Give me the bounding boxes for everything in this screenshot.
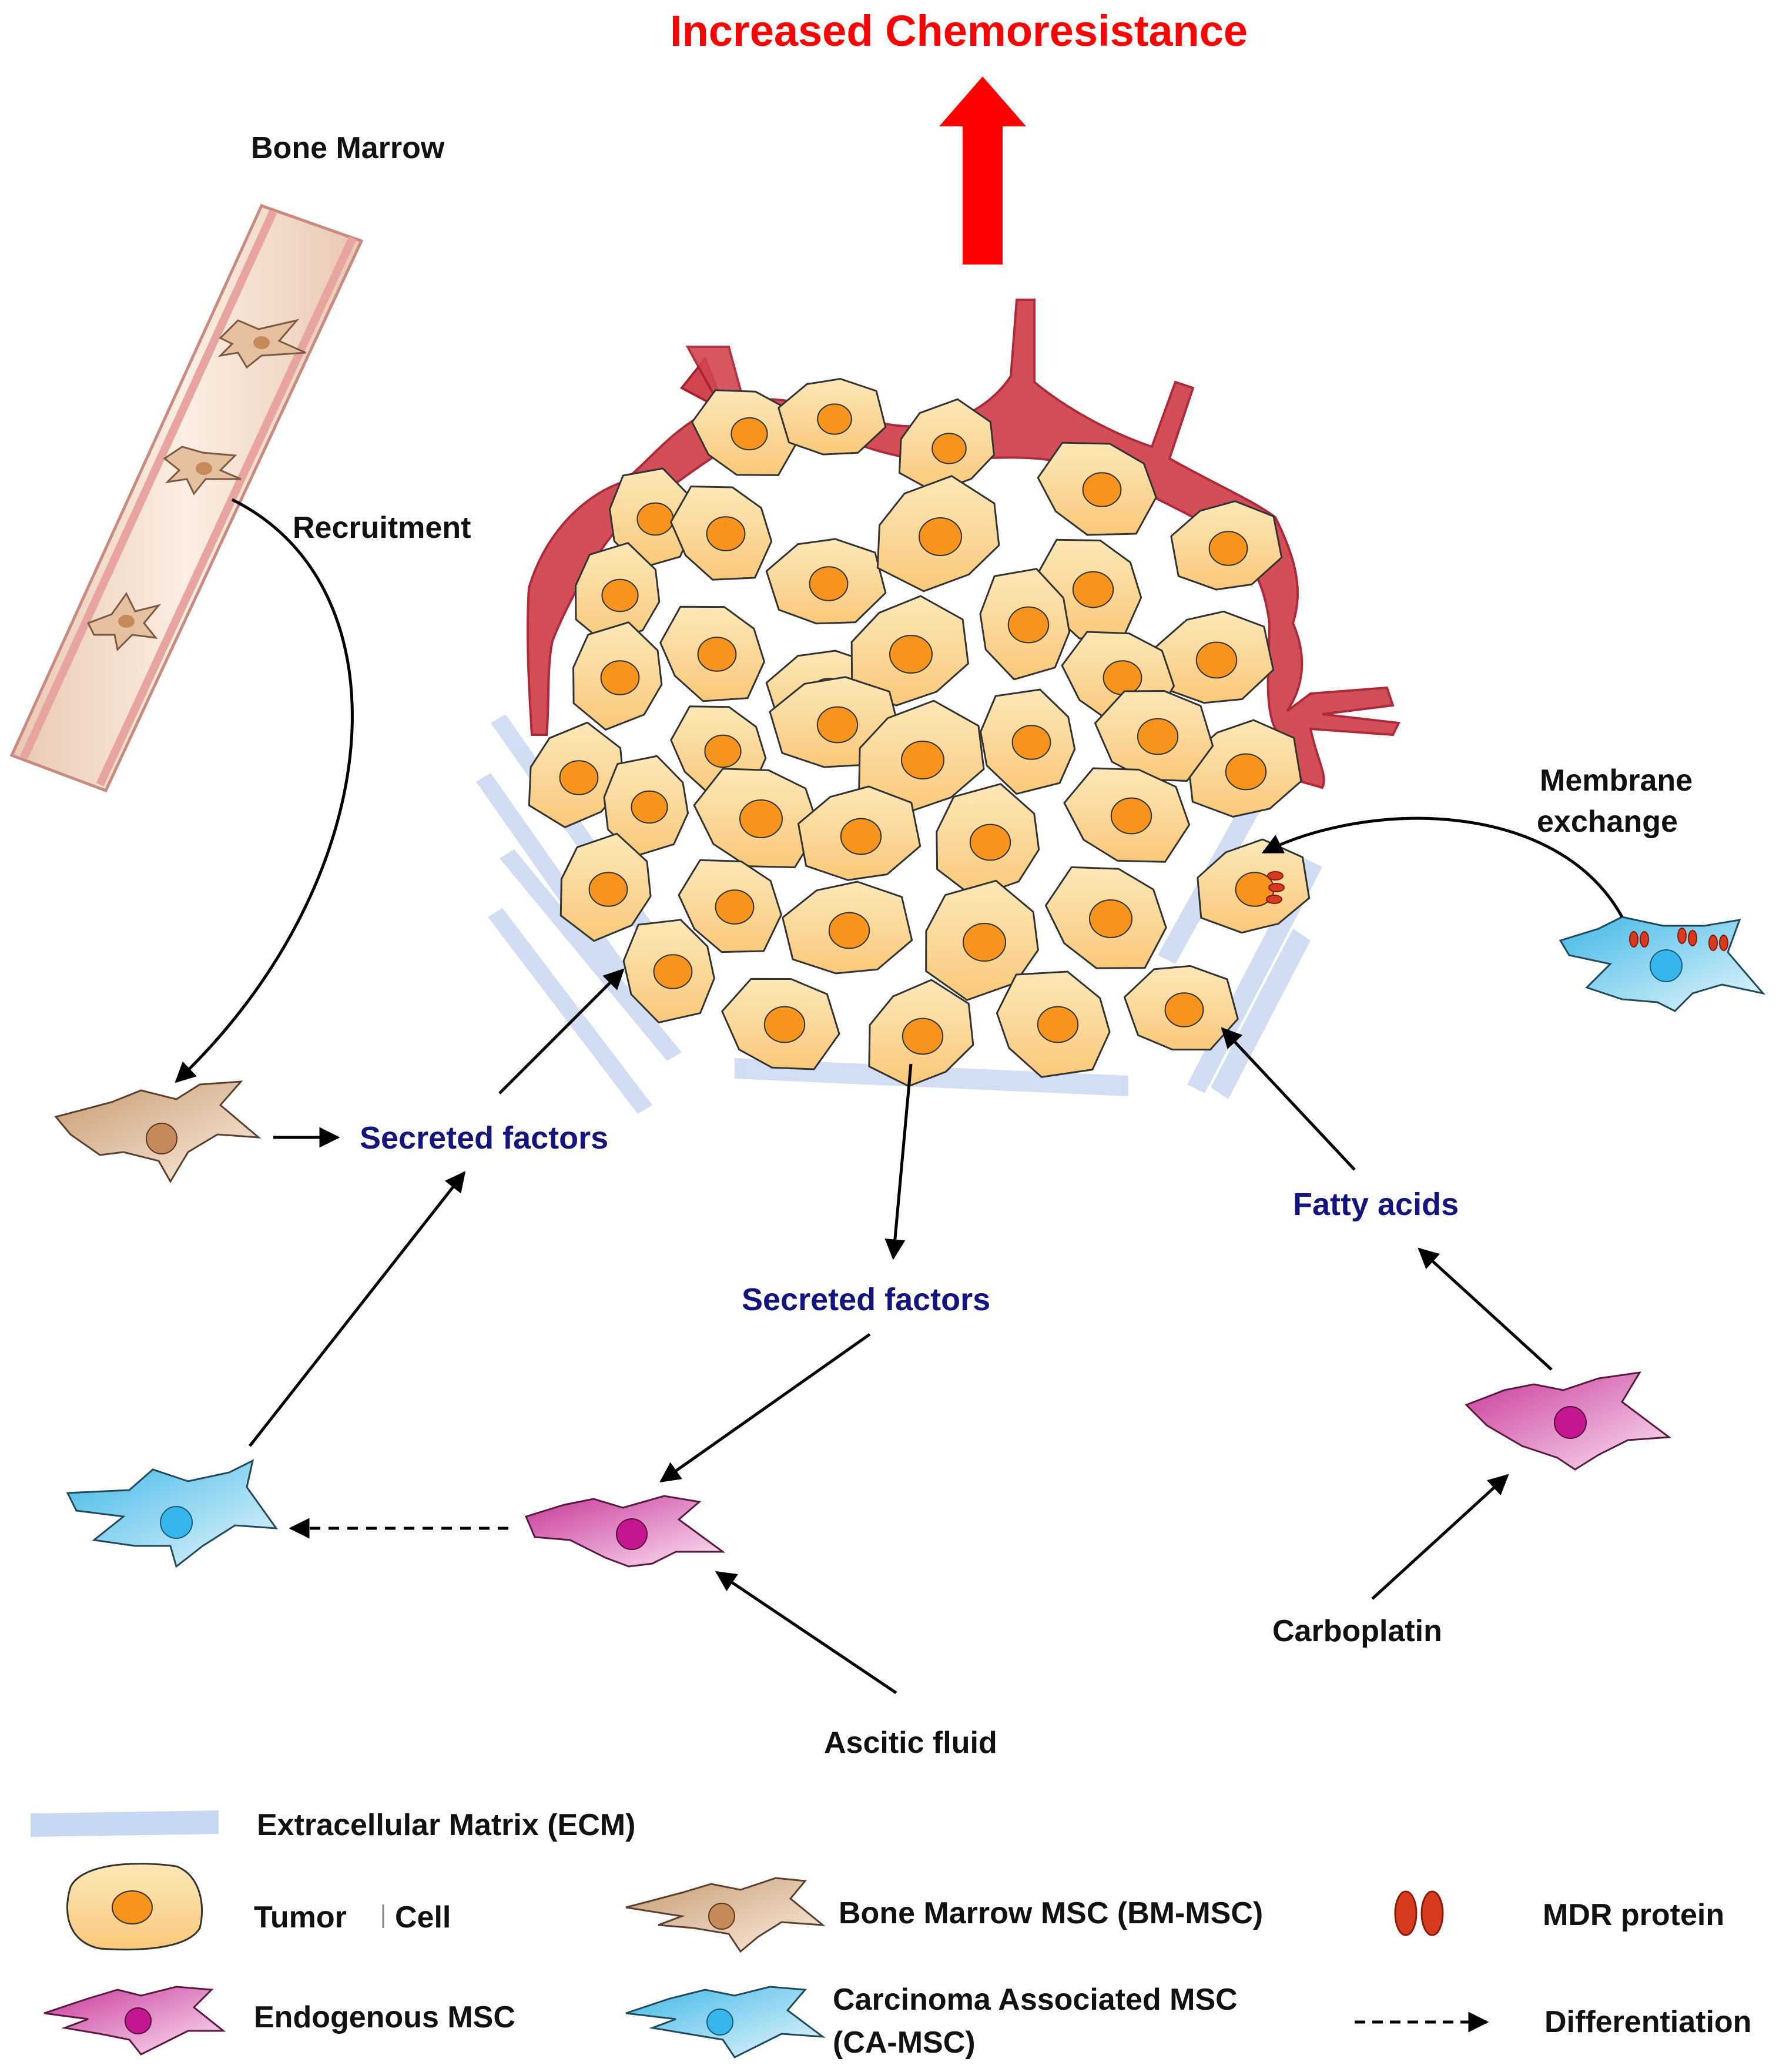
legend-ca-msc-label-2: (CA-MSC): [833, 2026, 976, 2060]
tumor-cell-nucleus: [840, 818, 882, 855]
tumor-cell-nucleus: [1208, 531, 1248, 566]
legend-ecm-swatch: [31, 1810, 219, 1837]
tumor-mass: [528, 378, 1311, 1087]
legend-cell-label: Cell: [395, 1900, 451, 1934]
legend-bm-msc-label: Bone Marrow MSC (BM-MSC): [839, 1896, 1264, 1930]
ascitic-to-endo-msc-arrow: [715, 1571, 897, 1695]
ascitic-fluid-label: Ascitic fluid: [824, 1726, 997, 1760]
tumor-cell-nucleus: [1103, 660, 1142, 695]
tumor-cell-nucleus: [1137, 718, 1179, 755]
legend-ca-msc-icon: [625, 1986, 826, 2058]
recruitment-label: Recruitment: [293, 511, 471, 545]
tumor-to-secreted-arrow: [884, 1063, 913, 1260]
tumor-cell-nucleus: [601, 578, 639, 612]
tumor-cell-nucleus: [588, 872, 628, 907]
legend-endogenous-msc-label: Endogenous MSC: [254, 2000, 515, 2034]
recruitment-arrow: [175, 498, 354, 1083]
tumor-cell-nucleus: [600, 660, 640, 695]
tumor-cell-nucleus: [1225, 753, 1267, 791]
secreted-to-endo-msc-arrow: [659, 1333, 871, 1483]
endogenous-msc-right: [1465, 1371, 1672, 1471]
tumor-cell-nucleus: [1110, 797, 1152, 835]
tumor-cell-nucleus: [919, 517, 962, 556]
tumor-cell-nucleus: [653, 954, 693, 989]
tumor-cell-nucleus: [706, 516, 746, 551]
legend-mdr-icon: [1394, 1890, 1444, 1936]
tumor-cell-nucleus: [1072, 571, 1114, 608]
bm-msc-recruited: [54, 1080, 262, 1183]
bm-msc-in-vessel-1: [217, 319, 306, 369]
bm-msc-in-vessel-2: [163, 446, 242, 496]
tumor-cell-nucleus: [704, 734, 742, 768]
tumor-cell-nucleus: [963, 923, 1006, 962]
tumor-cell-nucleus: [809, 566, 849, 601]
diagram-title: Increased Chemoresistance: [670, 6, 1248, 55]
carboplatin-to-endo-msc-arrow: [1371, 1474, 1509, 1600]
ca-msc-right: [1559, 916, 1766, 1012]
legend-mdr-label: MDR protein: [1543, 1898, 1725, 1932]
tumor-cell-nucleus: [1195, 641, 1238, 679]
tumor-cell-nucleus: [715, 889, 755, 925]
ca-msc-to-secreted-arrow: [249, 1171, 466, 1447]
tumor-cell-nucleus: [1007, 606, 1050, 644]
tumor-cell-nucleus: [902, 1017, 944, 1055]
tumor-cell-nucleus: [1164, 992, 1204, 1027]
tumor-cell-nucleus: [697, 637, 737, 672]
tumor-cell-nucleus: [817, 403, 852, 435]
legend-ca-msc-label-1: Carcinoma Associated MSC: [833, 1983, 1238, 2017]
tumor-cell-nucleus: [559, 760, 599, 795]
tumor-cell-nucleus: [1089, 899, 1132, 938]
tumor-cell-nucleus: [969, 824, 1011, 861]
legend-symbols: [31, 1810, 1489, 2058]
endogenous-msc-center: [524, 1495, 726, 1568]
legend-bm-msc-icon: [625, 1877, 826, 1953]
chemoresistance-arrow: [939, 76, 1026, 265]
bm-msc-in-vessel-3: [86, 592, 162, 652]
secreted-factors-center-label: Secreted factors: [742, 1282, 991, 1317]
carboplatin-label: Carboplatin: [1272, 1614, 1442, 1648]
secreted-factors-left-label: Secreted factors: [360, 1120, 609, 1156]
tumor-cell-nucleus: [631, 790, 668, 824]
legend-endogenous-msc-icon: [43, 1986, 226, 2056]
tumor-cell-nucleus: [763, 1006, 806, 1043]
tumor-cell-nucleus: [901, 741, 944, 779]
tumor-cell-nucleus: [828, 912, 870, 949]
mdr-protein-on-tumor: [1266, 871, 1285, 904]
membrane-exchange-arrow: [1261, 816, 1624, 918]
tumor-cell-nucleus: [731, 417, 768, 451]
fatty-acids-to-tumor-arrow: [1221, 1027, 1356, 1171]
legend-ecm-label: Extracellular Matrix (ECM): [257, 1808, 636, 1842]
tumor-cell-nucleus: [889, 635, 933, 674]
tumor-cell-nucleus: [1082, 472, 1122, 507]
tumor-cell-nucleus: [636, 502, 674, 536]
legend-tumor-cell-icon: [66, 1863, 203, 1951]
fatty-acids-label: Fatty acids: [1293, 1187, 1459, 1222]
membrane-exchange-label-2: exchange: [1537, 805, 1678, 839]
bone-marrow-label: Bone Marrow: [251, 131, 445, 165]
tumor-cell-nucleus: [739, 799, 783, 838]
endo-msc-to-fatty-acids-arrow: [1418, 1247, 1553, 1371]
membrane-exchange-label-1: Membrane: [1540, 764, 1693, 798]
tumor-cell-nucleus: [931, 433, 967, 464]
bone-marrow-vessel: [9, 203, 364, 793]
legend-tumor-label: Tumor: [254, 1900, 347, 1934]
legend-differentiation-label: Differentiation: [1544, 2005, 1752, 2039]
tumor-cell-nucleus: [1037, 1006, 1079, 1043]
arrows: [175, 498, 1624, 1695]
ca-msc-left: [66, 1459, 279, 1568]
tumor-cell-nucleus: [816, 706, 859, 744]
secreted-to-tumor-arrow: [498, 968, 625, 1094]
mdr-protein-on-ca-msc: [1629, 928, 1728, 951]
tumor-cell-nucleus: [1011, 725, 1051, 760]
